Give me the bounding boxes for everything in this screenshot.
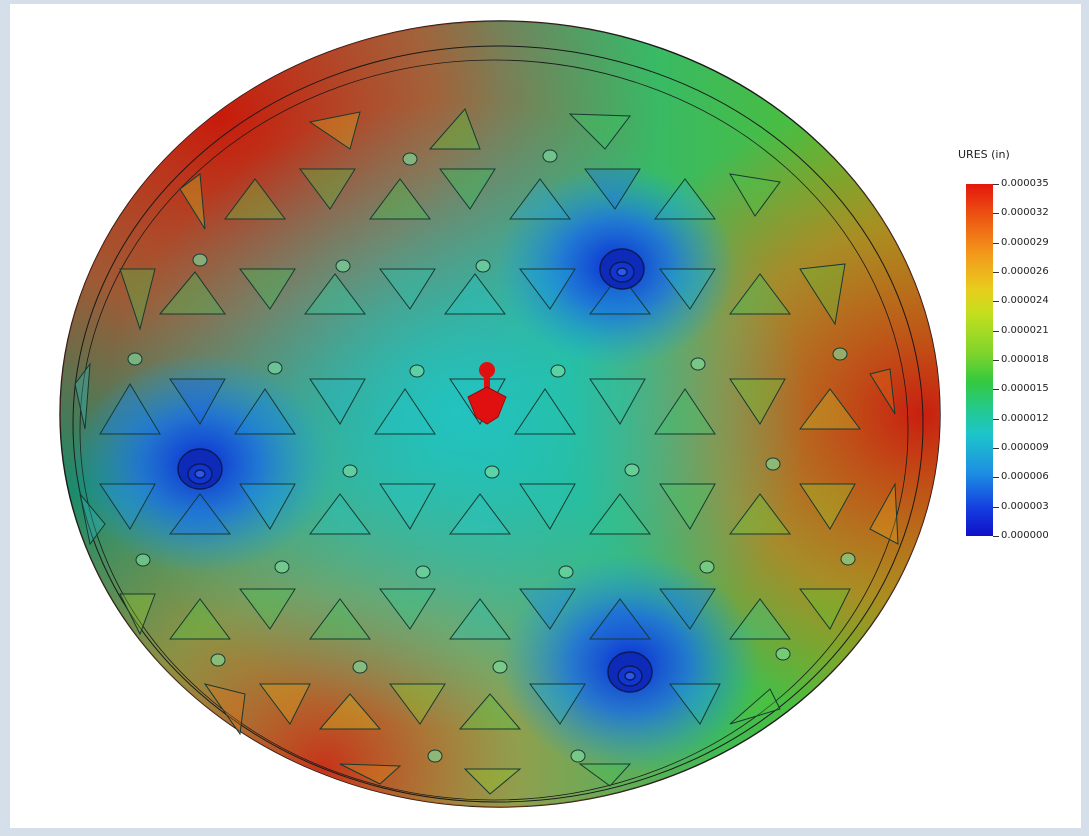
legend-tick	[993, 301, 999, 303]
legend-tick-label: 0.000003	[1001, 500, 1049, 512]
legend-tick	[993, 242, 999, 244]
legend-color-bar	[966, 184, 993, 536]
legend-tick	[993, 477, 999, 479]
legend-tick-label: 0.000015	[1001, 383, 1049, 395]
legend-tick	[993, 448, 999, 449]
viewport[interactable]: URES (in) 0.000035 0.000032 0.000029 0.0000…	[10, 4, 1081, 828]
legend-tick-label: 0.000018	[1001, 354, 1049, 365]
rib-pockets	[74, 108, 899, 795]
legend-tick-label: 0.000000	[1001, 530, 1049, 541]
legend-tick-label: 0.000012	[1001, 412, 1049, 424]
load-marker[interactable]	[467, 362, 507, 425]
legend-tick-label: 0.000009	[1001, 442, 1049, 453]
legend-tick-label: 0.000026	[1001, 266, 1049, 277]
legend-tick-label: 0.000035	[1001, 178, 1049, 189]
legend-tick	[993, 506, 999, 508]
legend-tick-label: 0.000024	[1001, 295, 1049, 307]
color-legend: URES (in) 0.000035 0.000032 0.000029 0.0000…	[956, 144, 1076, 564]
fixture-mounts	[177, 248, 653, 693]
legend-tick-label: 0.000006	[1001, 471, 1049, 483]
fea-displacement-model[interactable]	[10, 4, 1081, 828]
legend-tick	[993, 360, 999, 361]
legend-tick	[993, 330, 999, 332]
legend-tick-label: 0.000021	[1001, 324, 1049, 336]
legend-tick	[993, 536, 999, 537]
legend-tick-label: 0.000032	[1001, 207, 1049, 219]
legend-tick	[993, 389, 999, 391]
legend-tick-label: 0.000029	[1001, 236, 1049, 248]
legend-tick	[993, 418, 999, 420]
legend-tick	[993, 184, 999, 185]
legend-tick	[993, 213, 999, 215]
legend-tick	[993, 272, 999, 273]
legend-title: URES (in)	[958, 148, 1010, 161]
rib-holes	[127, 149, 856, 763]
